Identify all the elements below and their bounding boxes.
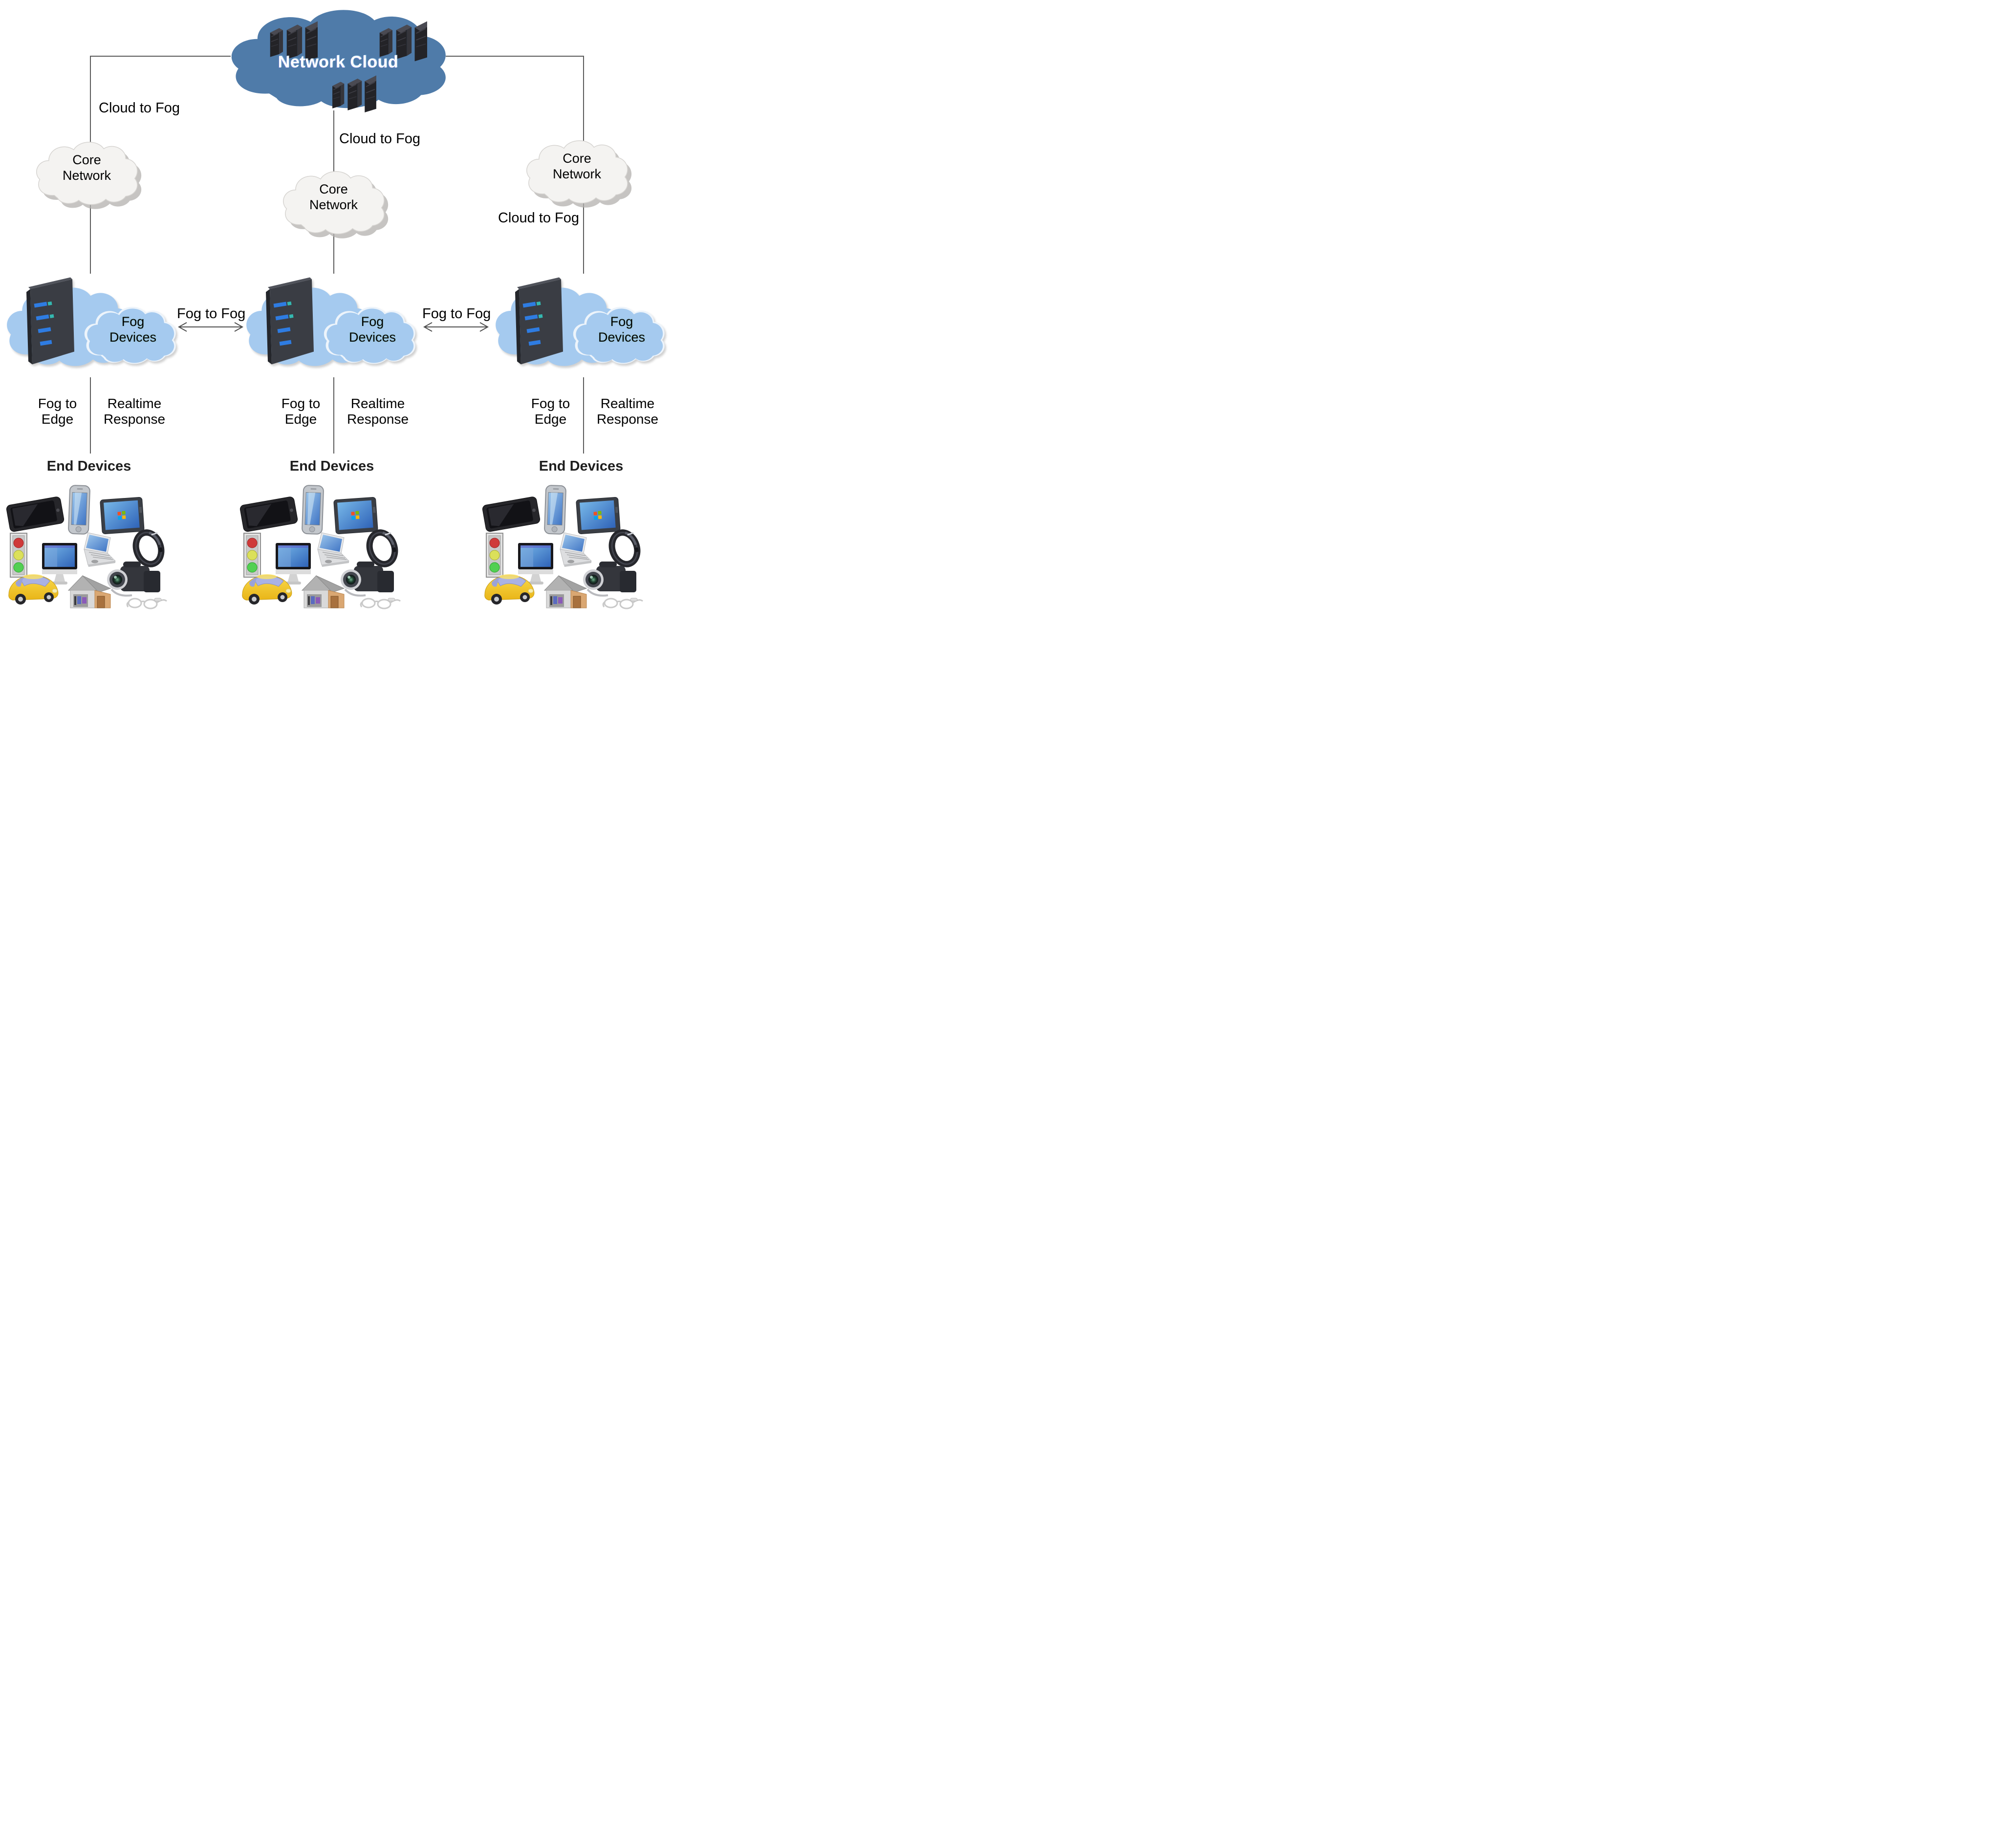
smart-glasses-icon — [601, 594, 644, 610]
laptop-icon — [312, 532, 351, 567]
fog-server-icon — [515, 277, 563, 365]
smart-band-icon — [131, 528, 166, 569]
fog-cluster-right: Fog Devices — [493, 270, 666, 381]
core-network-label: Core Network — [552, 151, 602, 181]
smart-home-icon — [66, 573, 112, 609]
core-network-label: Core Network — [309, 182, 358, 212]
smartphone-icon — [543, 484, 567, 535]
fog-to-fog-arrow-2 — [423, 322, 489, 332]
network-cloud: Network Cloud — [221, 0, 455, 115]
smart-band-icon — [365, 528, 400, 569]
desktop-monitor-icon — [41, 542, 78, 585]
connector-cloud-to-left — [90, 56, 231, 57]
fog-cloud-icon — [246, 277, 415, 366]
windows-tablet-icon — [332, 496, 379, 536]
cloud-to-fog-label-middle: Cloud to Fog — [339, 131, 421, 147]
server-rack-group-icon — [315, 73, 376, 112]
core-network-label: Core Network — [62, 152, 111, 183]
connector-cloud-to-right — [446, 56, 584, 57]
smart-band-icon — [607, 528, 642, 569]
smart-home-icon — [300, 573, 346, 609]
fog-cloud-icon — [496, 277, 665, 366]
smart-glasses-icon — [125, 594, 168, 610]
fog-cloud-icon — [7, 277, 176, 366]
fog-devices-label: Fog Devices — [598, 314, 646, 345]
smartphone-icon — [67, 484, 91, 535]
connector-right-lower — [583, 377, 584, 454]
tablet-icon — [238, 494, 300, 535]
windows-tablet-icon — [574, 496, 622, 536]
core-network-cloud-middle: Core Network — [279, 165, 389, 238]
fog-devices-label: Fog Devices — [348, 314, 396, 345]
end-devices-heading-right: End Devices — [539, 458, 624, 474]
core-network-cloud-right: Core Network — [522, 134, 632, 208]
device-cluster-middle — [239, 485, 428, 612]
fog-to-fog-label-2: Fog to Fog — [422, 306, 491, 322]
camcorder-icon — [582, 561, 637, 598]
fog-architecture-diagram: Network Cloud Cloud to Fog Cloud to Fog … — [0, 0, 672, 613]
fog-to-fog-arrow-1 — [177, 322, 244, 332]
camcorder-icon — [106, 561, 161, 598]
connector-middle-lower — [333, 377, 334, 454]
core-network-cloud-left: Core Network — [32, 136, 142, 209]
smartphone-icon — [301, 484, 325, 535]
traffic-light-icon — [10, 533, 27, 578]
traffic-light-icon — [486, 533, 503, 578]
connector-left-lower — [90, 377, 91, 454]
cloud-to-fog-label-right: Cloud to Fog — [498, 210, 579, 226]
fog-cluster-middle: Fog Devices — [243, 270, 417, 381]
camcorder-icon — [339, 561, 395, 598]
end-devices-heading-middle: End Devices — [289, 458, 374, 474]
traffic-light-icon — [243, 533, 261, 578]
fog-devices-label: Fog Devices — [109, 314, 157, 345]
fog-server-icon — [26, 277, 74, 365]
network-cloud-title: Network Cloud — [278, 53, 399, 71]
desktop-monitor-icon — [275, 542, 312, 585]
car-icon — [6, 568, 62, 607]
fog-cluster-left: Fog Devices — [4, 270, 177, 381]
laptop-icon — [554, 532, 593, 567]
device-cluster-right — [482, 485, 670, 612]
car-icon — [482, 568, 538, 607]
smart-home-icon — [542, 573, 588, 609]
fog-to-fog-label-1: Fog to Fog — [177, 306, 246, 322]
fog-server-icon — [266, 277, 314, 365]
car-icon — [239, 568, 295, 607]
desktop-monitor-icon — [517, 542, 554, 585]
tablet-icon — [4, 494, 66, 535]
cloud-to-fog-label-left: Cloud to Fog — [99, 100, 180, 116]
windows-tablet-icon — [98, 496, 146, 536]
device-cluster-left — [6, 485, 194, 612]
smart-glasses-icon — [359, 594, 402, 610]
laptop-icon — [78, 532, 117, 567]
end-devices-heading-left: End Devices — [46, 458, 131, 474]
tablet-icon — [480, 494, 542, 535]
